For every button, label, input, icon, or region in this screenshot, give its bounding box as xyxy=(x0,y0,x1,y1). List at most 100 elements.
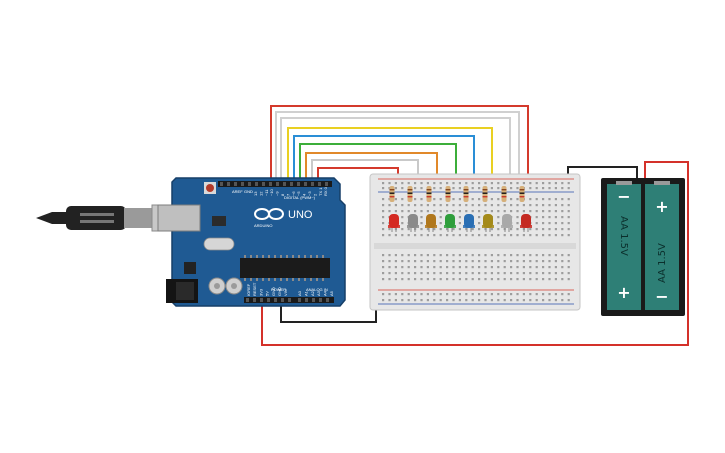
terminal-hole xyxy=(471,254,474,257)
signal-wire-red-outer[interactable] xyxy=(270,105,529,197)
rail-hole xyxy=(433,293,436,296)
terminal-hole xyxy=(529,260,532,263)
led[interactable] xyxy=(445,214,455,228)
led[interactable] xyxy=(408,214,418,228)
signal-wire-yellow[interactable] xyxy=(287,127,493,197)
led[interactable] xyxy=(483,214,493,228)
terminal-hole xyxy=(382,260,385,263)
resistor[interactable] xyxy=(389,186,395,202)
terminal-hole xyxy=(426,254,429,257)
terminal-hole xyxy=(452,234,455,237)
rail-hole xyxy=(478,187,481,190)
rail-hole xyxy=(497,299,500,302)
terminal-hole xyxy=(561,272,564,275)
terminal-hole xyxy=(439,254,442,257)
terminal-hole xyxy=(458,216,461,219)
terminal-hole xyxy=(452,260,455,263)
terminal-hole xyxy=(471,204,474,207)
terminal-hole xyxy=(407,254,410,257)
terminal-hole xyxy=(401,234,404,237)
led[interactable] xyxy=(464,214,474,228)
terminal-hole xyxy=(561,278,564,281)
rail-hole xyxy=(567,299,570,302)
resistor[interactable] xyxy=(501,186,507,202)
breadboard-center-channel xyxy=(374,243,576,249)
resistor-band xyxy=(463,196,469,198)
gnd-label: GND xyxy=(244,189,253,194)
terminal-hole xyxy=(471,234,474,237)
terminal-hole xyxy=(542,260,545,263)
rail-hole xyxy=(548,293,551,296)
rail-hole xyxy=(401,299,404,302)
rail-hole xyxy=(420,299,423,302)
digital-pin-label-5: 8 xyxy=(280,193,285,196)
resistor[interactable] xyxy=(445,186,451,202)
terminal-hole xyxy=(433,228,436,231)
terminal-hole xyxy=(465,228,468,231)
terminal-hole xyxy=(561,254,564,257)
terminal-hole xyxy=(401,272,404,275)
terminal-hole xyxy=(542,272,545,275)
signal-wire-white-1[interactable] xyxy=(280,117,511,197)
terminal-hole xyxy=(529,210,532,213)
digital-pin-label-11: 2 xyxy=(312,193,317,196)
rail-hole xyxy=(401,182,404,185)
led[interactable] xyxy=(521,214,531,228)
terminal-hole xyxy=(471,266,474,269)
regulator-chip xyxy=(184,262,196,274)
terminal-hole xyxy=(426,260,429,263)
resistor-band xyxy=(407,196,413,198)
rail-hole xyxy=(484,182,487,185)
resistor[interactable] xyxy=(463,186,469,202)
terminal-hole xyxy=(554,260,557,263)
terminal-hole xyxy=(420,216,423,219)
terminal-hole xyxy=(542,222,545,225)
terminal-hole xyxy=(503,266,506,269)
analog-pin-label-4: A4 xyxy=(323,290,328,296)
battery-pack[interactable]: − + + − AA 1.5V AA 1.5V xyxy=(601,178,685,316)
terminal-hole xyxy=(497,234,500,237)
rail-hole xyxy=(407,182,410,185)
rail-hole xyxy=(439,299,442,302)
terminal-hole xyxy=(478,216,481,219)
terminal-hole xyxy=(567,278,570,281)
signal-wire-green[interactable] xyxy=(299,143,457,197)
led-base xyxy=(388,225,400,228)
terminal-hole xyxy=(516,266,519,269)
rail-hole xyxy=(522,299,525,302)
led[interactable] xyxy=(389,214,399,228)
rail-hole xyxy=(542,182,545,185)
usb-chip xyxy=(212,216,226,226)
resistor[interactable] xyxy=(519,186,525,202)
rail-hole xyxy=(388,182,391,185)
rail-hole xyxy=(516,187,519,190)
terminal-hole xyxy=(407,260,410,263)
signal-wire-blue[interactable] xyxy=(293,135,475,197)
terminal-hole xyxy=(407,210,410,213)
resistor[interactable] xyxy=(482,186,488,202)
terminal-hole xyxy=(439,278,442,281)
power-pin-label-1: RESET xyxy=(252,282,257,296)
digital-pin-label-4: ~9 xyxy=(275,191,280,196)
terminal-hole xyxy=(465,254,468,257)
rail-hole xyxy=(490,299,493,302)
rail-hole xyxy=(388,299,391,302)
terminal-hole xyxy=(382,210,385,213)
resistor[interactable] xyxy=(426,186,432,202)
terminal-hole xyxy=(522,278,525,281)
rail-hole xyxy=(554,187,557,190)
battery-cell-2 xyxy=(645,184,679,310)
breadboard[interactable] xyxy=(369,173,581,311)
rail-hole xyxy=(490,182,493,185)
led[interactable] xyxy=(426,214,436,228)
terminal-hole xyxy=(478,222,481,225)
terminal-hole xyxy=(382,216,385,219)
resistor[interactable] xyxy=(407,186,413,202)
signal-wire-white-2[interactable] xyxy=(275,111,520,197)
arduino-board[interactable]: UNO ARDUINO DIGITAL (PWM~) POWER ANALOG … xyxy=(157,177,346,307)
led[interactable] xyxy=(502,214,512,228)
power-wire-battery[interactable] xyxy=(261,161,689,346)
rail-hole xyxy=(414,187,417,190)
rail-hole xyxy=(522,293,525,296)
